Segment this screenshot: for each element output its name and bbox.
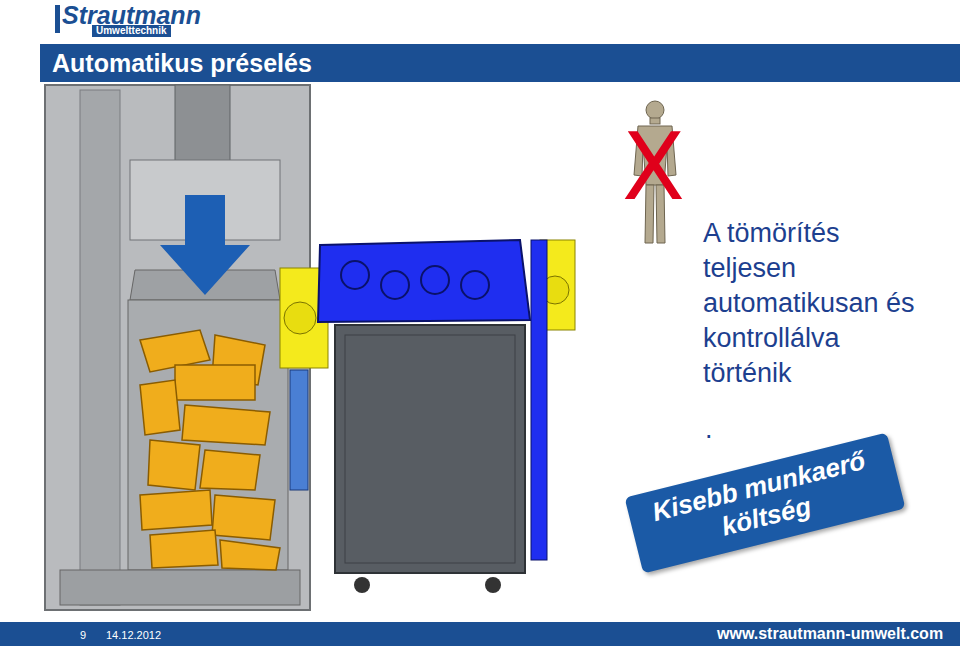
footer-band: [0, 622, 960, 646]
body-dot: .: [705, 412, 713, 447]
website: www.strautmann-umwelt.com: [717, 624, 943, 644]
container: [335, 325, 525, 573]
logo-bar: [55, 5, 60, 33]
page-number: 9: [80, 628, 86, 642]
wheel: [485, 577, 501, 593]
blue-post: [531, 240, 547, 560]
cardboard-boxes: [140, 330, 280, 570]
badge: Kisebb munkaerő költség: [625, 432, 906, 573]
wheel: [354, 577, 370, 593]
press-chamber: [128, 300, 288, 570]
logo-subtext: Umwelttechnik: [92, 25, 171, 37]
cross-mark: X: [622, 118, 685, 218]
baler-base: [60, 570, 300, 605]
slide-title: Automatikus préselés: [52, 47, 312, 79]
container-door: [345, 335, 515, 563]
shredder: [318, 240, 530, 322]
press-arrow: [160, 195, 250, 295]
gear: [284, 302, 316, 334]
baler-housing: [45, 85, 310, 610]
badge-text: Kisebb munkaerő költség: [643, 444, 881, 560]
side-panel: [290, 370, 308, 490]
date: 14.12.2012: [106, 628, 161, 642]
body-text: A tömörítés teljesen automatikusan és ko…: [703, 216, 928, 391]
shredder-rollers: [341, 261, 489, 299]
title-band: [40, 44, 960, 82]
baler-frame: [80, 90, 120, 605]
